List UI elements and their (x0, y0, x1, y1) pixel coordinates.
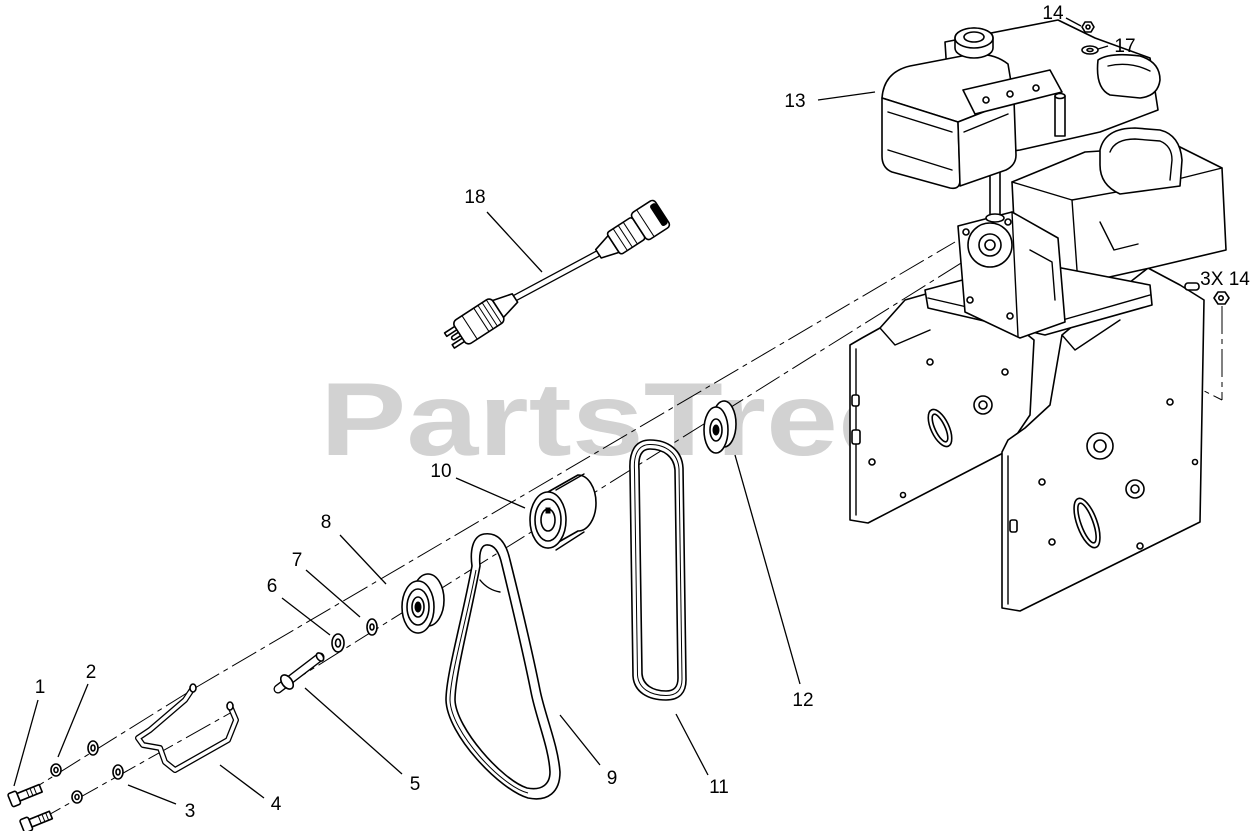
engine-recoil-cover (1099, 127, 1183, 195)
frame-plates (849, 267, 1205, 612)
leader-line-18 (486, 211, 543, 273)
belt-auger (445, 533, 561, 800)
callout-14: 14 (1042, 3, 1064, 24)
frame-nut (1213, 291, 1230, 305)
callout-12: 12 (792, 690, 813, 711)
callout-9: 9 (607, 768, 618, 789)
frame-plate-right (1001, 267, 1205, 612)
leader-line-9 (559, 714, 601, 766)
center-line-pulley-axis (281, 244, 991, 689)
washers-3 (87, 740, 124, 780)
callout-14-frame: 3X 14 (1200, 269, 1250, 290)
leader-line-17 (1097, 45, 1109, 50)
pulley-small (703, 400, 737, 454)
belt-drive (629, 439, 687, 701)
shaft-pin (273, 652, 325, 694)
callout-1: 1 (35, 677, 46, 698)
extension-cord (443, 199, 671, 349)
callout-4: 4 (271, 794, 282, 815)
callout-11: 11 (709, 777, 729, 798)
bolt-upper (7, 783, 43, 808)
engine-mount-bracket (962, 69, 1066, 137)
callout-3: 3 (185, 801, 196, 822)
engine-muffler (1096, 53, 1161, 99)
leader-line-1 (13, 699, 39, 787)
callout-13: 13 (784, 91, 805, 112)
callouts: 1 2 3 4 5 6 7 8 9 10 11 12 13 14 3X 14 1… (35, 3, 1251, 822)
frame-plate-left (849, 289, 1035, 524)
bolt-lower (19, 810, 54, 831)
callout-10: 10 (430, 461, 451, 482)
leader-lines (13, 17, 1109, 805)
engine-gearbox (957, 211, 1066, 339)
callout-17: 17 (1114, 36, 1135, 57)
washer-7 (366, 618, 378, 636)
engine-fuel-cap (954, 27, 994, 59)
leader-line-8 (339, 534, 387, 585)
callout-2: 2 (86, 662, 97, 683)
leader-line-4 (219, 764, 265, 799)
cord-plug (443, 293, 519, 349)
cord-connector (594, 199, 671, 259)
leader-line-6 (281, 597, 331, 636)
pulley-drive (529, 473, 597, 551)
belt-guide-bracket (135, 683, 239, 773)
leader-line-5 (304, 687, 403, 775)
leader-line-3 (127, 784, 177, 805)
leader-line-13 (817, 91, 876, 101)
nut-6 (331, 633, 345, 653)
engine (881, 19, 1227, 339)
leader-line-11 (675, 713, 709, 776)
nuts-2 (50, 763, 83, 804)
leader-line-2 (57, 683, 89, 758)
leader-line-12 (734, 454, 801, 685)
leader-line-14 (1065, 17, 1082, 27)
bolts-1 (7, 783, 54, 831)
watermark-logo: PartsTree (320, 362, 910, 478)
engine-nut (1081, 21, 1095, 33)
callout-6: 6 (267, 576, 278, 597)
center-line-lower-bolt (35, 711, 233, 823)
callout-7: 7 (292, 550, 303, 571)
leader-line-7 (305, 569, 361, 618)
leader-line-10 (455, 477, 526, 509)
engine-fuel-tank (881, 53, 1017, 190)
center-line-upper-bolt (19, 687, 196, 798)
center-line-bracket (194, 241, 956, 689)
callout-18: 18 (464, 187, 485, 208)
engine-washer (1081, 45, 1099, 55)
callout-8: 8 (321, 512, 332, 533)
callout-5: 5 (410, 774, 421, 795)
watermark: PartsTree TM (320, 362, 921, 478)
pulley-auger (401, 573, 445, 634)
